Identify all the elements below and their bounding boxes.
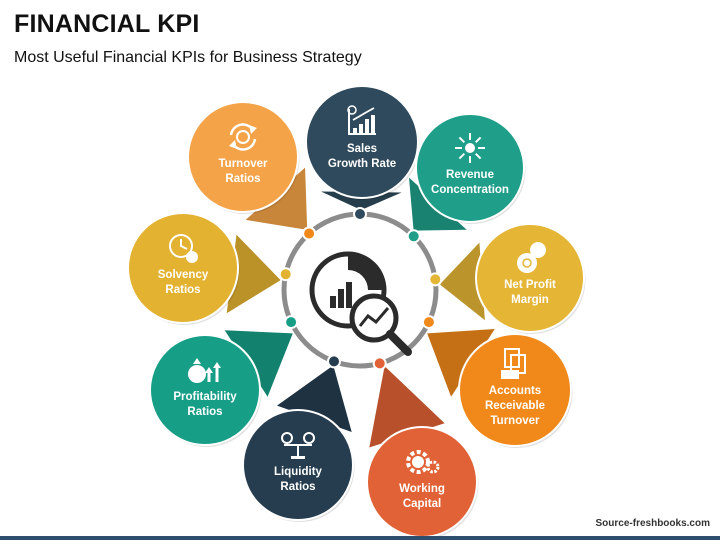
page-title: FINANCIAL KPI — [14, 10, 200, 38]
bottom-bar — [0, 536, 720, 540]
page-subtitle: Most Useful Financial KPIs for Business … — [14, 49, 362, 66]
kpi-label: Receivable — [485, 400, 545, 412]
ring-connector-dot — [302, 226, 317, 241]
kpi-label: Profitability — [173, 391, 237, 403]
kpi-label: Ratios — [280, 481, 315, 493]
kpi-circle-bg — [149, 334, 261, 446]
pointer-wedge — [224, 330, 293, 397]
balance-scale-icon — [281, 432, 315, 459]
documents-cash-icon — [501, 348, 526, 379]
kpi-label: Sales — [347, 143, 377, 155]
ring-connector-dot — [284, 315, 299, 330]
kpi-label: Liquidity — [274, 466, 323, 478]
clock-coin-icon — [169, 234, 198, 263]
ring-connector-dot — [353, 207, 367, 221]
kpi-circle-bg — [187, 101, 299, 213]
money-bag-percent-icon — [517, 242, 546, 273]
kpi-label: Ratios — [187, 406, 222, 418]
cycle-dollar-icon — [229, 123, 257, 151]
analytics-magnifier-icon — [309, 251, 412, 356]
growth-chart-icon — [347, 105, 376, 135]
ring-connector-dot — [327, 354, 341, 369]
pointer-wedge — [321, 191, 402, 210]
kpi-circle-bg — [305, 85, 419, 199]
ring-layer — [278, 207, 443, 371]
kpi-label: Ratios — [225, 173, 260, 185]
pointer-wedge — [427, 329, 495, 397]
pointer-wedge — [439, 242, 485, 321]
kpi-circle-bg — [415, 113, 525, 223]
ring-connector-dot — [278, 267, 293, 282]
kpi-circle-bg — [242, 409, 354, 521]
kpi-label: Turnover — [219, 158, 269, 170]
kpi-label: Margin — [511, 294, 549, 306]
kpi-label: Ratios — [165, 284, 200, 296]
dollar-gear-icon — [406, 450, 440, 474]
kpi-label: Revenue — [446, 169, 494, 181]
money-bag-up-arrows-icon — [188, 358, 221, 383]
kpi-label: Net Profit — [504, 279, 556, 291]
ring-connector-dot — [421, 315, 436, 330]
kpi-label: Turnover — [491, 415, 541, 427]
ring-connector-dot — [406, 229, 421, 244]
kpi-label: Accounts — [489, 385, 541, 397]
kpi-label: Solvency — [158, 269, 209, 281]
pointer-wedge — [277, 365, 352, 432]
kpi-label: Concentration — [431, 184, 509, 196]
arrows-converge-icon — [455, 133, 485, 163]
ring-connector-dot — [372, 356, 387, 371]
kpi-circle-bg — [458, 333, 572, 447]
ring-connector-dot — [428, 272, 443, 287]
source-credit: Source-freshbooks.com — [595, 518, 710, 529]
kpi-label: Capital — [403, 498, 441, 510]
kpi-circle-bg — [475, 223, 585, 333]
kpi-label: Growth Rate — [328, 158, 396, 170]
kpi-circle-bg — [127, 212, 239, 324]
kpi-circle-bg — [366, 426, 478, 538]
kpi-label: Working — [399, 483, 445, 495]
pointer-wedge — [226, 234, 281, 314]
